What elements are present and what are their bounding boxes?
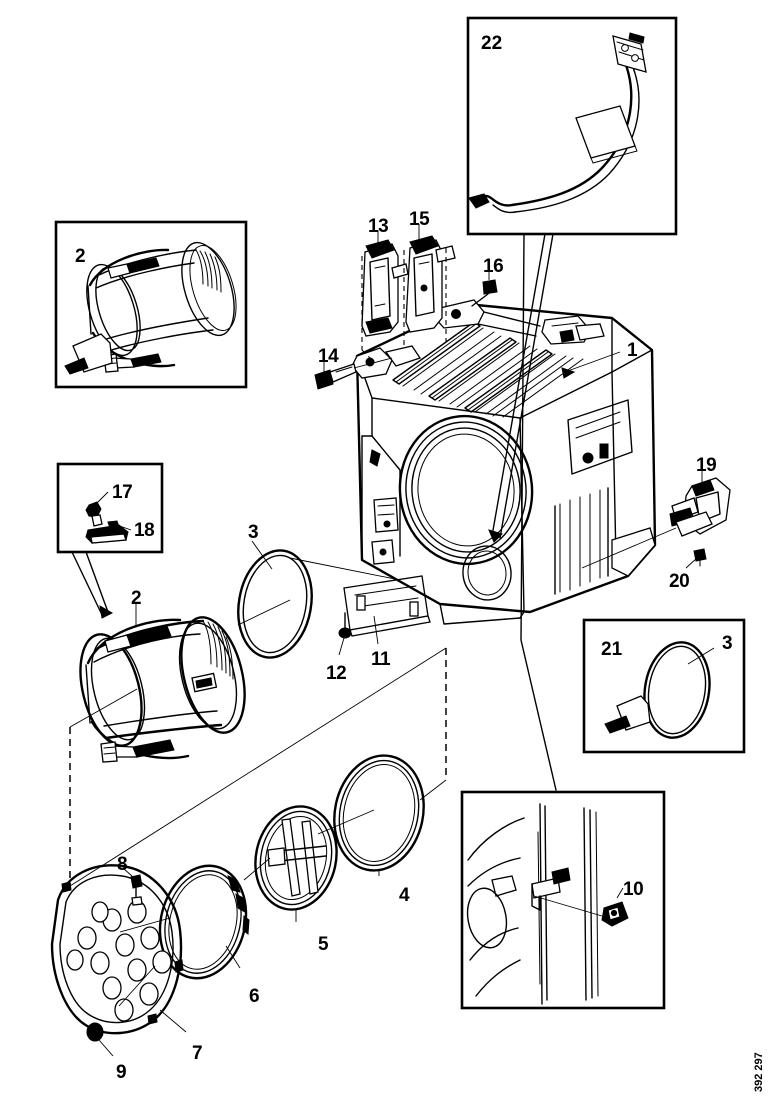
detail-box-label-22: 22 [481,33,503,54]
callout-15: 15 [409,209,430,230]
callout-1: 1 [627,340,638,361]
callout-2-main: 2 [131,588,142,609]
callout-3-main: 3 [248,522,259,543]
callout-5: 5 [318,934,329,955]
callout-12: 12 [326,663,347,684]
callout-2-box: 2 [75,246,86,267]
callout-8: 8 [117,854,128,875]
callout-13: 13 [368,216,389,237]
sheet-code: 392 297 [753,1012,772,1092]
callout-4: 4 [399,885,410,906]
sheet-code-text: 392 297 [753,1052,765,1092]
callout-14: 14 [318,346,339,367]
detail-box-label-21: 21 [601,639,623,660]
callout-6: 6 [249,986,260,1007]
callout-7: 7 [192,1043,203,1064]
callout-17: 17 [112,482,133,503]
callout-9: 9 [116,1062,127,1083]
callout-3-box: 3 [722,633,733,654]
callout-11: 11 [371,649,391,670]
callout-20: 20 [669,571,690,592]
callout-10: 10 [623,879,644,900]
callout-19: 19 [696,455,717,476]
callout-18: 18 [134,520,155,541]
callout-16: 16 [483,256,504,277]
